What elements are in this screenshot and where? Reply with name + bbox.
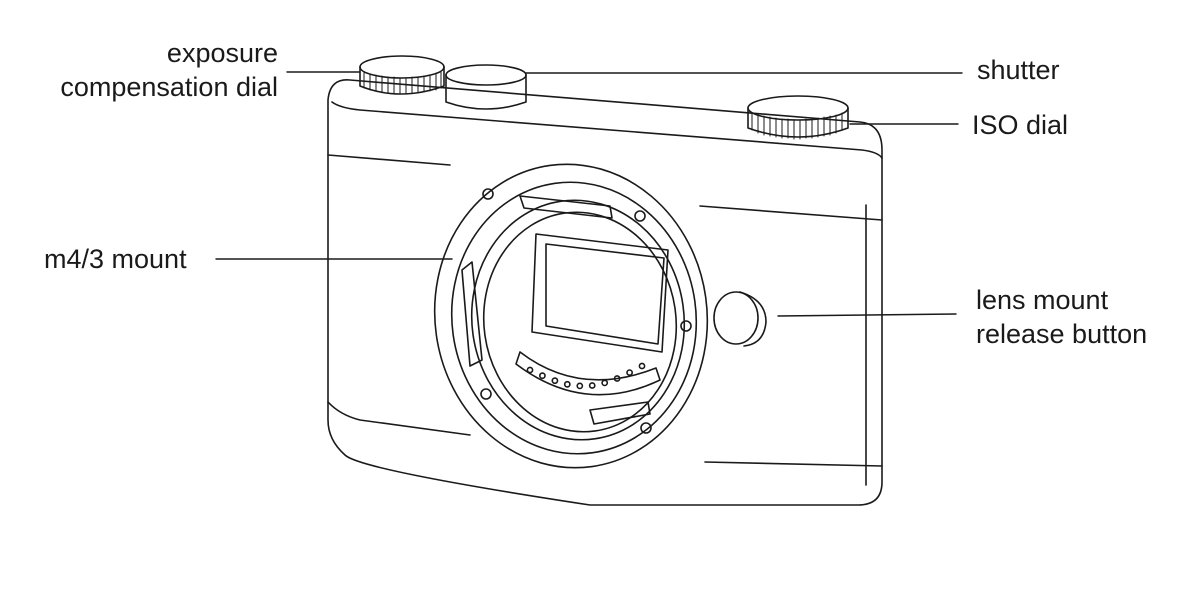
contact-pins [526,362,646,390]
label-exposure-line1: exposure [166,38,278,68]
mount-screw [640,422,652,434]
iso-dial [747,95,849,140]
label-iso-dial: ISO dial [972,110,1069,140]
label-shutter: shutter [977,55,1060,85]
contact-strip [515,351,661,396]
label-release-line2: release button [976,319,1148,349]
label-release-line1: lens mount [976,285,1109,315]
contact-pin [601,379,609,387]
shutter-button [445,64,527,110]
contact-pin [526,366,534,374]
contact-pin [539,372,546,380]
label-exposure-line2: compensation dial [60,72,278,102]
label-exposure-dial: exposure compensation dial [60,36,278,104]
image-sensor [531,233,669,353]
contact-pin [563,380,571,388]
contact-pin [551,377,559,385]
lens-release-button [713,291,767,347]
label-release-button: lens mount release button [976,283,1147,351]
contact-pin [576,382,584,390]
exposure-dial [359,55,445,95]
top-plate-edge [331,101,883,159]
upper-band-line [327,154,883,221]
body-outline [327,79,883,506]
contact-pin [588,382,596,389]
mount-screw [482,188,494,200]
mount-screw [680,320,692,332]
leader-lines [215,71,963,317]
contact-pin [638,362,646,370]
camera-body [327,79,883,506]
leader-release [777,313,957,317]
mount-screw [480,388,492,400]
mount-screw [634,210,646,222]
contact-pin [626,369,633,376]
contact-pin [613,375,621,382]
lower-band-line [327,401,883,467]
label-mount: m4/3 mount [44,244,187,274]
lens-mount [433,163,709,469]
